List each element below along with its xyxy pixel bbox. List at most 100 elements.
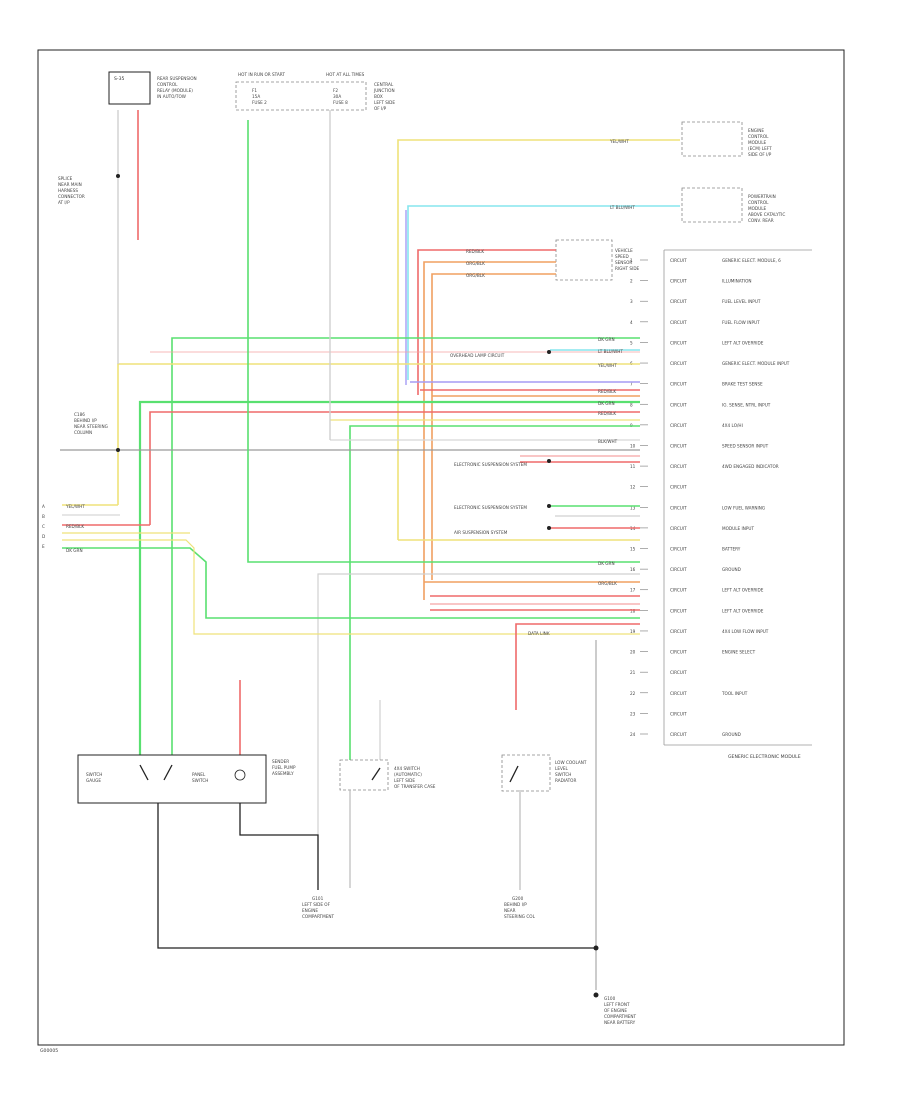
wire-green-3 [349, 425, 640, 690]
svg-text:YEL/WHT: YEL/WHT [609, 139, 629, 144]
svg-text:DK GRN: DK GRN [598, 337, 615, 342]
svg-text:GAUGE: GAUGE [86, 778, 101, 783]
cjb-note: LEFT SIDE [374, 100, 395, 105]
pin-number: 16 [630, 567, 636, 572]
pin-circuit: CIRCUIT [670, 485, 687, 490]
left-splice-ref: SPLICE NEAR MAIN HARNESS CONNECTOR AT I/… [58, 174, 120, 205]
svg-text:LEFT SIDE OF: LEFT SIDE OF [302, 902, 331, 907]
svg-text:ORG/BLK: ORG/BLK [466, 273, 485, 278]
svg-text:ENGINE: ENGINE [748, 128, 764, 133]
svg-text:DK GRN: DK GRN [598, 401, 615, 406]
ref-vss: VEHICLE SPEED SENSOR RIGHT SIDE [555, 239, 640, 281]
pin-number: 4 [630, 320, 633, 325]
svg-text:C186: C186 [74, 412, 85, 417]
pin-circuit: CIRCUIT [670, 567, 687, 572]
pin-description: FUEL FLOW INPUT [722, 320, 760, 325]
pin-circuit: CIRCUIT [670, 258, 687, 263]
svg-text:G200: G200 [512, 896, 524, 901]
wire-color-labels: DK GRN LT BLU/WHT YEL/WHT RED/BLK DK GRN… [65, 139, 635, 586]
svg-text:RED/BLK: RED/BLK [598, 411, 616, 416]
svg-text:NEAR MAIN: NEAR MAIN [58, 182, 82, 187]
fuse-ref-line: RELAY (MODULE) [157, 88, 193, 93]
pin-number: 5 [630, 340, 633, 345]
svg-text:CONV. REAR: CONV. REAR [748, 218, 774, 223]
svg-text:OF TRANSFER CASE: OF TRANSFER CASE [394, 784, 436, 789]
wire-gray-3 [317, 573, 640, 860]
pin-circuit: CIRCUIT [670, 402, 687, 407]
pin-circuit: CIRCUIT [670, 464, 687, 469]
svg-text:RED/BLK: RED/BLK [466, 249, 484, 254]
svg-text:LEVEL: LEVEL [555, 766, 568, 771]
ground-wiring [157, 640, 599, 998]
pin-description: MODULE INPUT [722, 526, 754, 531]
svg-text:SENDER: SENDER [272, 759, 289, 764]
svg-text:COLUMN: COLUMN [74, 430, 92, 435]
fuse-ref-line: REAR SUSPENSION [157, 76, 197, 81]
wire-green-6 [62, 547, 640, 619]
fuse-a-title: HOT IN RUN OR START [238, 72, 285, 77]
pin-number: 24 [630, 732, 636, 737]
svg-text:PANEL: PANEL [192, 772, 206, 777]
svg-text:RADIATOR: RADIATOR [555, 778, 576, 783]
pin-circuit: CIRCUIT [670, 320, 687, 325]
svg-text:SWITCH: SWITCH [192, 778, 208, 783]
svg-text:HARNESS: HARNESS [58, 188, 78, 193]
svg-text:OF ENGINE: OF ENGINE [604, 1008, 627, 1013]
fuse-a-rating: 15A [252, 94, 260, 99]
svg-text:LEFT SIDE: LEFT SIDE [394, 778, 415, 783]
svg-text:BLK/WHT: BLK/WHT [598, 439, 618, 444]
pin-number: 1 [630, 258, 633, 263]
cjb-note: BOX [374, 94, 383, 99]
pin-circuit: CIRCUIT [670, 732, 687, 737]
svg-text:DK GRN: DK GRN [66, 548, 83, 553]
ref-pcm: POWERTRAIN CONTROL MODULE ABOVE CATALYTI… [681, 187, 785, 223]
wire-green-5 [247, 120, 640, 563]
svg-text:YEL/WHT: YEL/WHT [65, 504, 85, 509]
pin-description: LEFT ALT OVERRIDE [722, 588, 764, 593]
svg-text:NEAR BATTERY: NEAR BATTERY [604, 1020, 636, 1025]
svg-text:LT BLU/WHT: LT BLU/WHT [598, 349, 623, 354]
pin-circuit: CIRCUIT [670, 423, 687, 428]
pin-description: 4X4 LO/HI [722, 423, 743, 428]
wire-orange-vss [423, 261, 556, 600]
pin-number: 23 [630, 711, 636, 716]
note-ess-1: ELECTRONIC SUSPENSION SYSTEM [454, 462, 527, 467]
ref-ecm: ENGINE CONTROL MODULE (ECM) LEFT SIDE OF… [681, 121, 772, 157]
pin-number: 19 [630, 629, 636, 634]
svg-text:G101: G101 [312, 896, 324, 901]
left-pin-ticks: A B C D E [42, 504, 45, 549]
left-connector-ref: C186 BEHIND I/P NEAR STEERING COLUMN [74, 412, 120, 452]
svg-text:RED/BLK: RED/BLK [66, 524, 84, 529]
note-ess-2: ELECTRONIC SUSPENSION SYSTEM [454, 505, 527, 510]
fuse-b-title: HOT AT ALL TIMES [326, 72, 365, 77]
pin-description: LEFT ALT OVERRIDE [722, 340, 764, 345]
ground-ref-mid: G200 BEHIND I/P NEAR STEERING COL [504, 896, 536, 919]
brake-switch: 4X4 SWITCH (AUTOMATIC) LEFT SIDE OF TRAN… [339, 759, 436, 791]
fuse-ref-line: IN AUTO/TOW [157, 94, 186, 99]
svg-text:LT BLU/WHT: LT BLU/WHT [610, 205, 635, 210]
pin-description: GENERIC ELECT. MODULE, 6 [722, 258, 781, 263]
svg-text:(AUTOMATIC): (AUTOMATIC) [394, 772, 422, 777]
pin-circuit: CIRCUIT [670, 382, 687, 387]
cjb-note: CENTRAL [374, 82, 394, 87]
diagram-border [37, 49, 845, 1046]
module-caption: GENERIC ELECTRONIC MODULE [728, 754, 801, 760]
ground-ref-main: G100 LEFT FRONT OF ENGINE COMPARTMENT NE… [604, 996, 637, 1025]
wire-yellow-5 [62, 539, 640, 635]
pin-description: 4WD ENGAGED INDICATOR [722, 464, 779, 469]
pin-description: ILLUMINATION [722, 279, 752, 284]
gauge-panel: SWITCH GAUGE PANEL SWITCH SENDER FUEL PU… [77, 754, 296, 804]
pin-description: SPEED SENSOR INPUT [722, 443, 769, 448]
pin-description: IG. SENSE, NTRL INPUT [722, 402, 771, 407]
pin-circuit: CIRCUIT [670, 526, 687, 531]
svg-text:MODULE: MODULE [748, 140, 767, 145]
cjb-note: OF I/P [374, 106, 387, 111]
pin-circuit: CIRCUIT [670, 670, 687, 675]
wire-harness [60, 110, 680, 860]
svg-text:SIDE OF I/P: SIDE OF I/P [748, 152, 772, 157]
pin-number: 8 [630, 402, 633, 407]
svg-text:SWITCH: SWITCH [86, 772, 102, 777]
pin-description: 4X4 LOW FLOW INPUT [722, 629, 769, 634]
